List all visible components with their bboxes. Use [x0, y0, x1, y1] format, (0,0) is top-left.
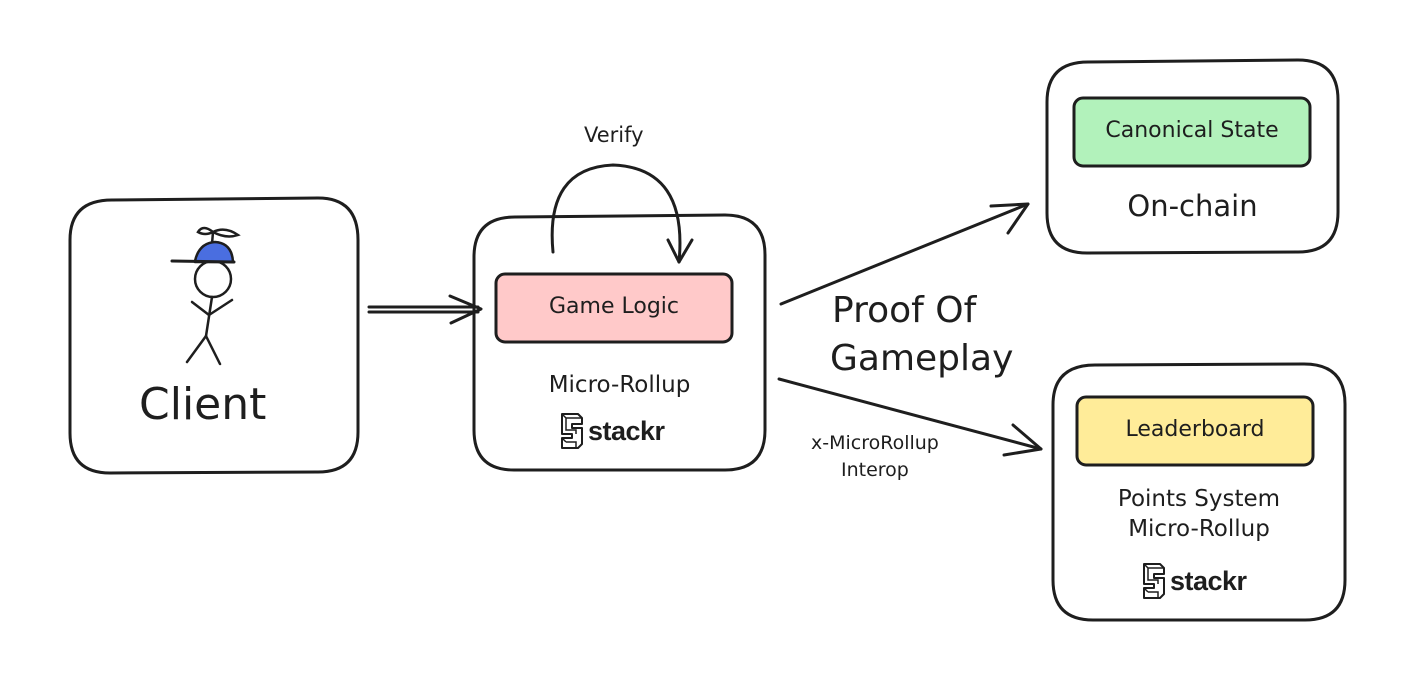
client-to-rollup-arrow	[367, 294, 483, 325]
stackr-logo-text: stackr	[588, 415, 665, 446]
canonical-state-label: Canonical State	[1105, 118, 1279, 143]
interop-label-line1: x-MicroRollup	[811, 432, 939, 454]
leaderboard-box[interactable]	[1075, 395, 1315, 467]
verify-label: Verify	[584, 123, 644, 147]
stackr-logo-text: stackr	[1170, 565, 1247, 596]
micro-rollup-caption: Micro-Rollup	[548, 372, 691, 398]
stackr-logo-icon	[561, 413, 583, 449]
interop-arrow	[777, 377, 1043, 457]
game-logic-label: Game Logic	[549, 294, 679, 319]
points-system-box[interactable]	[1051, 362, 1347, 622]
stackr-logo: stackr	[1142, 562, 1247, 600]
canonical-state-box[interactable]	[1072, 96, 1312, 168]
proof-label-line2: Gameplay	[830, 338, 1014, 379]
proof-arrow	[779, 202, 1030, 306]
interop-label-line2: Interop	[841, 459, 909, 481]
game-logic-box[interactable]	[494, 272, 734, 344]
onchain-caption: On-chain	[1127, 189, 1258, 223]
client-label: Client	[139, 379, 267, 430]
stackr-logo-icon	[1143, 563, 1165, 599]
verify-loop-arrow	[550, 163, 694, 264]
micro-rollup-box[interactable]	[472, 213, 767, 472]
leaderboard-label: Leaderboard	[1125, 417, 1265, 442]
stackr-logo: stackr	[560, 412, 665, 450]
cap-brim	[170, 259, 236, 264]
proof-label-line1: Proof Of	[832, 290, 977, 331]
points-system-caption-line1: Points System	[1117, 486, 1281, 512]
points-system-caption-line2: Micro-Rollup	[1128, 516, 1270, 542]
onchain-box[interactable]	[1045, 58, 1340, 255]
client-box[interactable]	[68, 196, 360, 475]
cap-icon	[193, 240, 235, 264]
